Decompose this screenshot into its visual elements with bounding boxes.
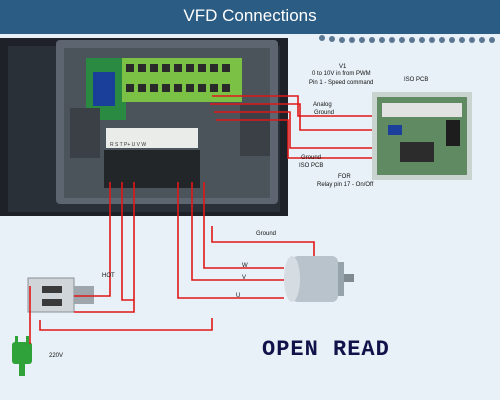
label-ground-bottom: Ground (301, 155, 322, 161)
label-v1-pin: Pin 1 - Speed command (309, 80, 374, 86)
label-ground-motor: Ground (256, 231, 277, 237)
label-analog: Analog (313, 102, 332, 108)
label-iso-pcb-bottom: ISO PCB (299, 163, 324, 169)
switch-icon (27, 277, 94, 313)
label-ground: Ground (314, 110, 335, 116)
label-u: U (236, 293, 241, 299)
vfd-photo (0, 38, 288, 216)
label-volts: 220V (49, 353, 64, 359)
label-v1: V1 (339, 64, 347, 70)
label-hot: HOT (102, 273, 115, 279)
label-v: V (242, 275, 247, 281)
watermark-text: OPEN READ (262, 337, 390, 362)
label-v1-desc: 0 to 10V in from PWM (312, 71, 371, 77)
iso-pcb-board (372, 92, 472, 180)
page-title: VFD Connections (183, 6, 317, 25)
label-terminals: R S T P+ U V W (110, 142, 147, 148)
label-iso-pcb: ISO PCB (404, 77, 429, 83)
wiring (29, 95, 372, 344)
label-for: FOR (338, 174, 351, 180)
label-w: W (242, 263, 248, 269)
label-relay: Relay pin 17 - On/Off (317, 182, 374, 188)
header-wave (319, 35, 495, 43)
motor-icon (284, 256, 354, 302)
header-bar (0, 0, 500, 34)
plug-icon (12, 336, 32, 376)
